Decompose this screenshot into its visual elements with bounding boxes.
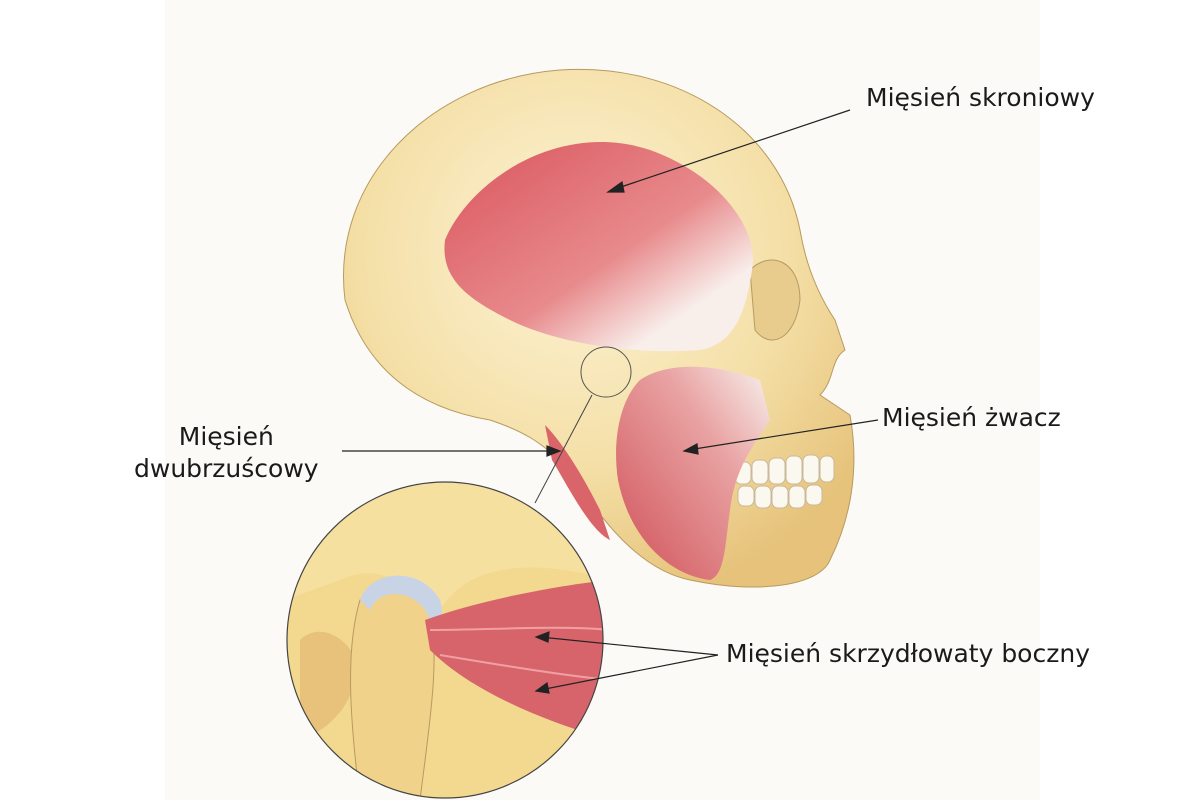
label-digastric-muscle: Mięsień dwubrzuścowy: [134, 421, 319, 485]
arrow-pterygoid-2: [539, 654, 719, 691]
teeth: [734, 454, 835, 509]
masseter-muscle: [616, 366, 770, 580]
label-digastric-line1: Mięsień: [178, 422, 274, 451]
label-digastric-line2: dwubrzuścowy: [134, 454, 319, 483]
label-masseter-muscle: Mięsień żwacz: [882, 403, 1061, 432]
label-lateral-pterygoid-muscle: Mięsień skrzydłowaty boczny: [726, 639, 1090, 668]
pointer-arrows: [342, 109, 879, 694]
arrow-pterygoid-1: [539, 636, 719, 656]
joint-marker-circle: [580, 346, 632, 398]
temporal-muscle: [444, 142, 754, 352]
label-temporal-muscle: Mięsień skroniowy: [866, 83, 1095, 112]
arrow-masseter: [687, 419, 879, 451]
arrow-temporal: [611, 109, 851, 191]
inset-joint-detail: [286, 394, 604, 799]
